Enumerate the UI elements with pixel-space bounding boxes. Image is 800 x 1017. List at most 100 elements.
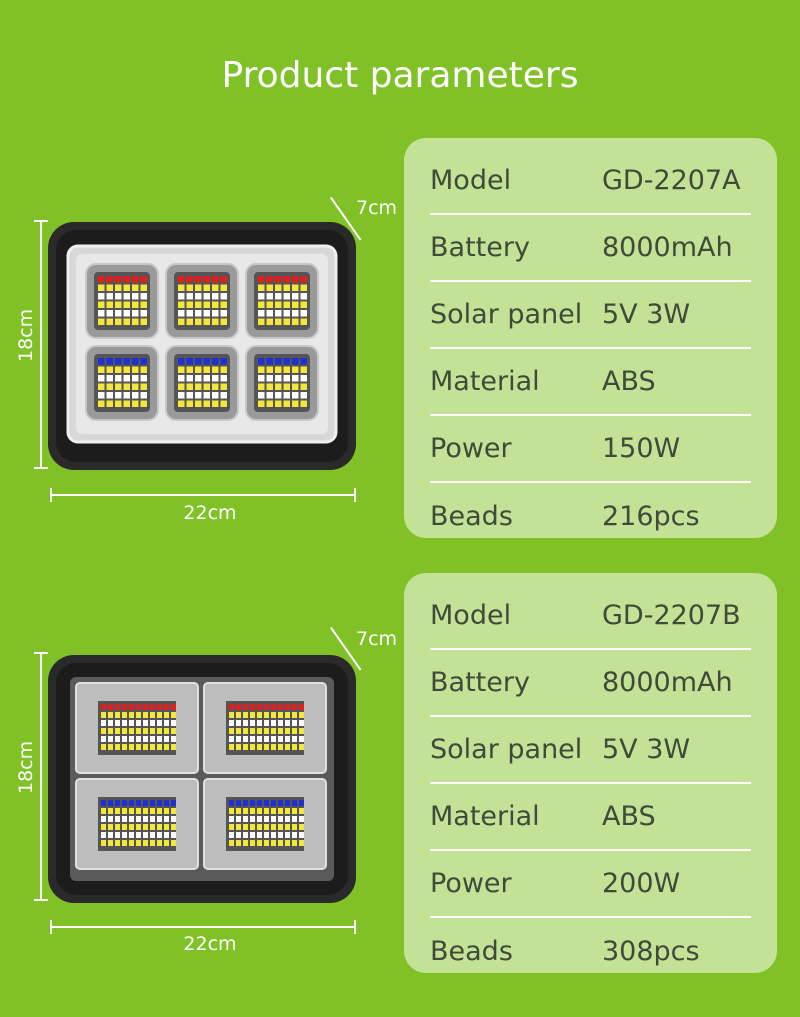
height-dimension-tick-bottom [34,899,48,901]
led-bead [186,375,193,382]
led-bead [129,832,134,838]
led-bead [143,744,148,750]
led-bead [271,736,276,742]
led-bead [258,293,265,300]
led-bead [108,824,113,830]
led-bead [292,375,299,382]
led-bead [285,832,290,838]
led-bead [115,720,120,726]
led-bead [106,383,113,390]
led-bead [178,293,185,300]
led-bead [229,736,234,742]
led-bead [292,301,299,308]
led-bead [101,736,106,742]
led-bead [115,400,122,407]
led-bead [136,816,141,822]
led-bead [136,832,141,838]
spec-label: Model [430,165,512,196]
led-bead [271,704,276,710]
led-bead [136,720,141,726]
led-bead [136,712,141,718]
width-dimension-tick-right [354,920,356,934]
spec-value: ABS [602,366,656,397]
led-bead [140,310,147,317]
led-bead [203,318,210,325]
led-bead [115,366,122,373]
led-bead [264,736,269,742]
led-bead [292,392,299,399]
led-bead [278,840,283,846]
led-bead [101,816,106,822]
led-bead [212,392,219,399]
led-bead [143,704,148,710]
led-bead [98,375,105,382]
led-bead [150,712,155,718]
height-dimension-line [40,220,42,468]
led-bead [115,704,120,710]
led-bead [212,383,219,390]
led-bead [108,704,113,710]
led-bead [157,824,162,830]
led-bead [258,366,265,373]
led-bead [123,366,130,373]
led-bead [178,301,185,308]
led-bead [140,276,147,283]
led-bead [300,293,307,300]
led-bead [283,392,290,399]
led-bead [292,736,297,742]
led-bead [140,375,147,382]
led-bead [299,800,304,806]
led-bead [236,800,241,806]
led-bead [157,712,162,718]
width-dimension-tick-left [50,920,52,934]
led-bead [243,728,248,734]
led-bead [257,720,262,726]
led-bead [115,832,120,838]
led-bead [106,276,113,283]
led-bead [275,358,282,365]
led-bead [292,832,297,838]
led-bead [229,704,234,710]
led-bead [257,744,262,750]
led-bead [122,808,127,814]
led-bead [292,704,297,710]
led-bead [122,712,127,718]
led-bead [229,720,234,726]
led-bead [250,832,255,838]
led-bead [250,808,255,814]
led-bead [264,728,269,734]
width-dimension-label: 22cm [183,502,237,524]
led-bead [257,736,262,742]
spec-value: 8000mAh [602,667,733,698]
led-bead [136,736,141,742]
led-bead [257,816,262,822]
led-bead [195,400,202,407]
led-bead [250,728,255,734]
led-bead [108,744,113,750]
led-bead [258,383,265,390]
led-bead [178,310,185,317]
led-bead [98,366,105,373]
led-bead [250,744,255,750]
led-bead [278,720,283,726]
led-bead [108,728,113,734]
led-bead [186,284,193,291]
led-bead [236,720,241,726]
led-bead [195,293,202,300]
led-bead [195,366,202,373]
led-bead [164,832,169,838]
led-bead [278,816,283,822]
spec-label: Beads [430,501,513,532]
led-bead [178,392,185,399]
led-bead [115,293,122,300]
led-bead [171,736,176,742]
spec-label: Solar panel [430,734,583,765]
led-bead [123,400,130,407]
led-bead [257,840,262,846]
led-bead [143,720,148,726]
led-bead [122,824,127,830]
